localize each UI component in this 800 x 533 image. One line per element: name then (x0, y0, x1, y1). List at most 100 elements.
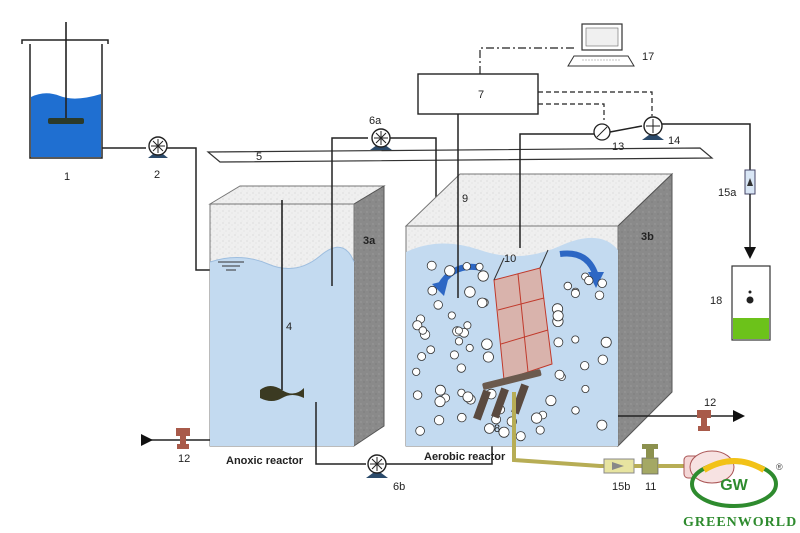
feed-to-anoxic-pipe (167, 147, 210, 271)
carrier-bubble (434, 396, 446, 408)
effluent-pipe (519, 133, 594, 248)
label-18: 18 (710, 295, 722, 307)
logo-brand-text: GREENWORLD (683, 515, 797, 530)
carrier-bubble (580, 361, 590, 371)
carrier-media-bubbles (412, 260, 612, 442)
logo-mark: GW (720, 477, 748, 494)
drain-valve-right-icon (618, 410, 745, 431)
carrier-bubble (447, 311, 456, 320)
label-13: 13 (612, 141, 624, 153)
carrier-bubble (462, 262, 471, 271)
carrier-bubble (462, 391, 474, 403)
gauge-13-icon (593, 123, 611, 141)
carrier-bubble (449, 350, 459, 360)
carrier-bubble (515, 431, 526, 442)
carrier-bubble (563, 281, 572, 291)
carrier-bubble (584, 275, 594, 286)
carrier-bubble (535, 425, 545, 435)
controller-7 (417, 73, 539, 115)
carrier-bubble (412, 390, 423, 400)
carrier-bubble (477, 297, 488, 309)
circulation-arrow-right-icon (559, 250, 604, 288)
carrier-bubble (552, 310, 564, 322)
drain-valve-left-icon (141, 428, 210, 449)
carrier-bubble (426, 345, 436, 355)
carrier-bubble (412, 320, 423, 331)
pump-2-icon (148, 136, 168, 158)
carrier-bubble (464, 286, 476, 298)
carrier-bubble (571, 406, 580, 415)
air-supply-pipe (512, 392, 604, 468)
label-10: 10 (504, 253, 516, 265)
stirrer-4-icon (260, 200, 304, 401)
carrier-bubble (427, 285, 438, 296)
label-1: 1 (64, 171, 70, 183)
carrier-bubble (426, 260, 437, 271)
anoxic-reactor-tank (208, 185, 386, 447)
carrier-bubble (581, 384, 590, 393)
transfer-pipe-6b (315, 402, 366, 465)
collection-vessel-18 (731, 265, 771, 341)
label-7: 7 (478, 89, 484, 101)
feed-tank (21, 22, 109, 159)
carrier-bubble (417, 352, 427, 361)
label-6b: 6b (393, 481, 405, 493)
outlet-pipe-14 (662, 123, 751, 170)
carrier-bubble (444, 265, 456, 277)
carrier-bubble (475, 262, 484, 271)
carrier-bubble (433, 415, 445, 426)
registered-mark: ® (776, 462, 783, 472)
carrier-bubble (600, 336, 612, 348)
carrier-bubble (412, 367, 421, 376)
carrier-bubble (465, 343, 474, 352)
carrier-bubble (434, 384, 446, 396)
label-6a: 6a (369, 115, 382, 127)
carrier-bubble (597, 354, 608, 365)
aerobic-reactor-label: Aerobic reactor (424, 451, 506, 463)
flowmeter-15b-icon (603, 458, 635, 474)
pump-6a-icon (370, 128, 392, 150)
carrier-bubble (454, 326, 463, 335)
label-15a: 15a (718, 187, 737, 199)
label-15b: 15b (612, 481, 630, 493)
label-12-right: 12 (704, 397, 716, 409)
control-line-14 (538, 91, 653, 116)
carrier-bubble (571, 335, 580, 344)
valve-11-icon (641, 444, 659, 475)
pump-6b-icon (366, 454, 388, 478)
label-4: 4 (286, 321, 292, 333)
pipe-5 (206, 147, 714, 163)
carrier-bubble (456, 363, 466, 373)
computer-17-icon (567, 23, 635, 67)
label-11: 11 (645, 481, 656, 493)
greenworld-logo: GW (690, 458, 778, 508)
label-17: 17 (642, 51, 654, 63)
carrier-bubble (433, 300, 443, 310)
carrier-bubble (477, 270, 489, 282)
carrier-bubble (596, 419, 608, 431)
data-link-line (479, 47, 576, 74)
carrier-bubble (481, 338, 493, 350)
carrier-bubble (454, 337, 464, 346)
media-module-10 (493, 249, 553, 381)
label-5: 5 (256, 151, 262, 163)
carrier-bubble (545, 395, 557, 407)
carrier-bubble (415, 426, 425, 436)
control-line-13 (538, 103, 605, 120)
label-8: 8 (494, 423, 500, 435)
pump-14-icon (642, 116, 664, 140)
carrier-bubble (597, 278, 607, 289)
flowmeter-15a-icon (744, 169, 756, 195)
water-level-icon (218, 261, 244, 271)
label-12-left: 12 (178, 453, 190, 465)
carrier-bubble (594, 290, 605, 301)
carrier-bubble (554, 369, 565, 380)
carrier-bubble (570, 288, 580, 298)
carrier-bubble (457, 412, 467, 423)
carrier-bubble (553, 337, 564, 348)
carrier-bubble (418, 326, 427, 335)
carrier-bubble (530, 412, 543, 424)
label-9: 9 (462, 193, 468, 205)
recycle-pipe-6a-anoxic (331, 137, 368, 286)
